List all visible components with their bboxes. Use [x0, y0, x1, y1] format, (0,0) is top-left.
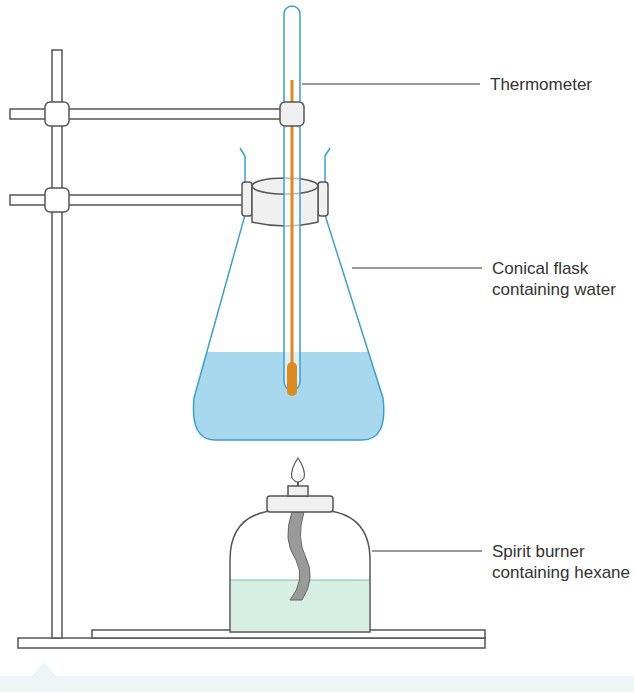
burner-cap: [267, 496, 333, 512]
flame: [292, 458, 305, 482]
water: [180, 352, 400, 452]
bottom-band: [0, 676, 634, 692]
spirit-burner: [230, 510, 370, 632]
part-label: Spirit burner containing hexane: [492, 541, 630, 583]
retort-stand: [10, 50, 485, 648]
thermometer-bulb: [287, 362, 297, 396]
part-label: Conical flask containing water: [492, 258, 630, 300]
part-label: Thermometer: [490, 74, 630, 95]
leader-lines: [302, 84, 482, 551]
thermometer: [284, 6, 300, 390]
wick: [288, 512, 310, 600]
wick-holder: [288, 486, 308, 496]
band-notch: [32, 662, 56, 676]
thermometer-clamp: [280, 102, 304, 126]
